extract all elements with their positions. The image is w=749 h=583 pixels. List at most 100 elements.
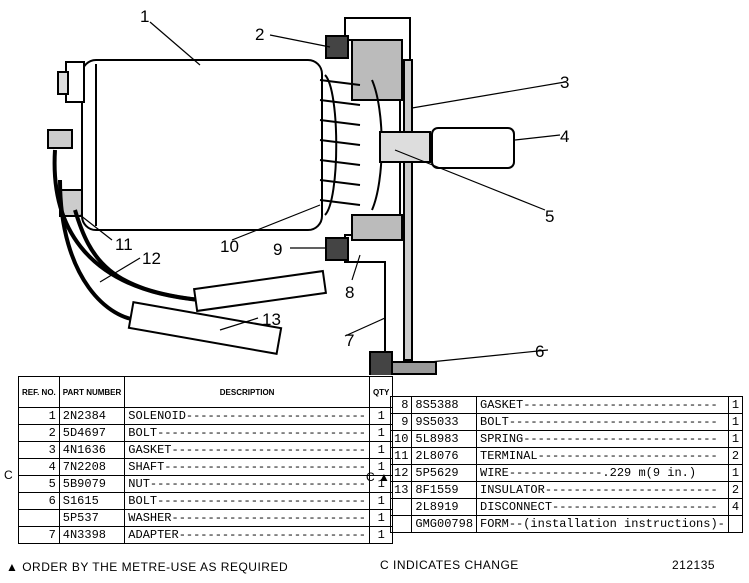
change-marker-right: C ▲: [366, 470, 390, 484]
table-cell: 5B9079: [58, 475, 126, 493]
table-cell: 2L8076: [411, 447, 478, 465]
callout-labels: 1 2 3 4 5 6 7 8 9 10 11 12 13: [115, 7, 569, 361]
footer-change-note: C INDICATES CHANGE: [380, 558, 519, 572]
table-cell: [727, 515, 744, 533]
table-cell: 2N2384: [58, 407, 126, 425]
table-cell: 8: [389, 396, 413, 414]
table-cell: GMG00798: [411, 515, 478, 533]
solenoid-assembly-diagram: 1 2 3 4 5 6 7 8 9 10 11 12 13: [47, 7, 569, 375]
table-cell: BOLT-----------------------------: [476, 413, 729, 431]
table-cell: 2L8919: [411, 498, 478, 516]
table-cell: S1615: [58, 492, 126, 510]
table-cell: BOLT-----------------------------: [124, 492, 370, 510]
bolts: [325, 35, 437, 375]
table-cell: 1: [727, 396, 744, 414]
table-cell: BOLT-----------------------------: [124, 424, 370, 442]
table-cell: GASKET---------------------------: [124, 441, 370, 459]
callout-2: 2: [255, 25, 264, 44]
table-cell: ADAPTER--------------------------: [124, 526, 370, 544]
table-cell: 1: [727, 464, 744, 482]
solenoid-body: [47, 59, 323, 231]
table-cell: 8F1559: [411, 481, 478, 499]
table-cell: 7N2208: [58, 458, 126, 476]
table-cell: 4: [18, 458, 60, 476]
table-cell: 1: [727, 430, 744, 448]
table-cell: [389, 515, 413, 533]
table-cell: 2: [727, 481, 744, 499]
table-cell: SPRING---------------------------: [476, 430, 729, 448]
table-cell: SHAFT----------------------------: [124, 458, 370, 476]
change-marker-left: C: [4, 468, 13, 482]
table-cell: 12: [389, 464, 413, 482]
table-cell: 4: [727, 498, 744, 516]
table-cell: WASHER---------------------------: [124, 509, 370, 527]
callout-4: 4: [560, 127, 569, 146]
table-cell: 5P5629: [411, 464, 478, 482]
table-cell: 5D4697: [58, 424, 126, 442]
table-cell: 4N3398: [58, 526, 126, 544]
callout-3: 3: [560, 73, 569, 92]
table-cell: FORM--(installation instructions)-: [476, 515, 729, 533]
table-cell: 3: [18, 441, 60, 459]
header-desc: DESCRIPTION: [124, 376, 370, 408]
callout-6: 6: [535, 342, 544, 361]
table-cell: 5P537: [58, 509, 126, 527]
header-qty: QTY: [368, 376, 394, 408]
table-cell: [18, 509, 60, 527]
callout-7: 7: [345, 331, 354, 350]
callout-11: 11: [115, 235, 133, 254]
table-cell: 1: [727, 413, 744, 431]
table-cell: 7: [18, 526, 60, 544]
adapter-flange: [344, 17, 413, 375]
callout-10: 10: [220, 237, 239, 256]
leader-lines: [79, 21, 566, 363]
table-cell: [389, 498, 413, 516]
table-cell: INSULATOR------------------------: [476, 481, 729, 499]
table-cell: DISCONNECT-----------------------: [476, 498, 729, 516]
table-cell: 1: [18, 407, 60, 425]
table-cell: 1: [368, 526, 394, 544]
table-cell: 6: [18, 492, 60, 510]
table-cell: 5: [18, 475, 60, 493]
footer-code: 212135: [672, 558, 716, 572]
callout-13: 13: [262, 310, 281, 329]
table-cell: 2: [18, 424, 60, 442]
footer-order-note: ▲ ORDER BY THE METRE-USE AS REQUIRED: [6, 560, 289, 574]
table-cell: 13: [389, 481, 413, 499]
callout-1: 1: [140, 7, 149, 26]
callout-8: 8: [345, 283, 354, 302]
callout-5: 5: [545, 207, 554, 226]
table-cell: NUT------------------------------: [124, 475, 370, 493]
wires: [52, 149, 201, 322]
table-cell: TERMINAL-------------------------: [476, 447, 729, 465]
table-cell: 9S5033: [411, 413, 478, 431]
table-cell: 8S5388: [411, 396, 478, 414]
table-cell: 9: [389, 413, 413, 431]
table-cell: 2: [727, 447, 744, 465]
table-cell: WIRE-------------.229 m(9 in.): [476, 464, 729, 482]
shaft: [379, 127, 515, 169]
callout-9: 9: [273, 240, 282, 259]
header-ref: REF. NO.: [18, 376, 60, 408]
callout-12: 12: [142, 249, 161, 268]
table-cell: 4N1636: [58, 441, 126, 459]
table-cell: 11: [389, 447, 413, 465]
